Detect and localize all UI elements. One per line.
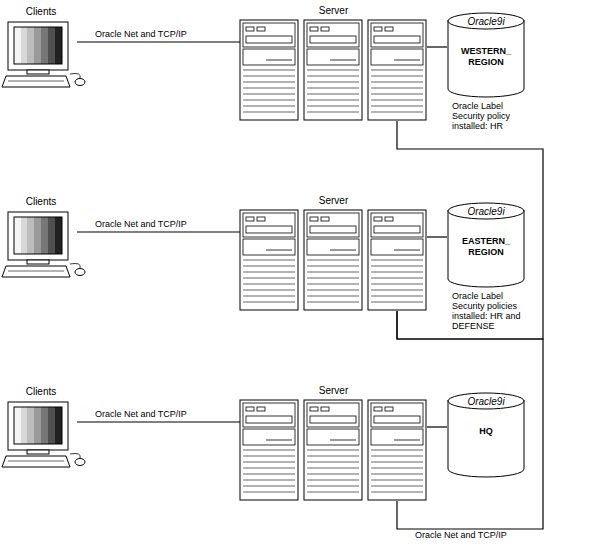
server-tower — [304, 20, 362, 120]
node-heading: Clients — [5, 196, 77, 207]
server-tower — [304, 210, 362, 310]
server-tower — [240, 210, 298, 310]
database-name: HQ — [451, 426, 521, 437]
note-text: Oracle Net and TCP/IP — [415, 530, 575, 540]
client-workstation: Clients — [5, 196, 77, 280]
note-text: Oracle Label Security policies installed… — [452, 291, 538, 331]
database-name: WESTERN_ REGION — [451, 46, 521, 68]
network-connection — [427, 426, 447, 427]
server-tower — [240, 400, 298, 500]
client-computer — [2, 212, 85, 277]
note-text: Oracle Label Security policy installed: … — [452, 101, 538, 131]
network-connection — [77, 41, 240, 42]
product-name: Oracle9i — [451, 396, 521, 407]
network-link — [397, 311, 543, 529]
connection-label: Oracle Net and TCP/IP — [95, 409, 187, 419]
server-tower — [368, 400, 426, 500]
product-name: Oracle9i — [451, 16, 521, 27]
database-cylinder: Oracle9iWESTERN_ REGION — [447, 12, 525, 98]
connection-label: Oracle Net and TCP/IP — [95, 219, 187, 229]
network-connection — [427, 236, 447, 237]
database-name: EASTERN_ REGION — [451, 236, 521, 258]
connection-label: Oracle Net and TCP/IP — [95, 29, 187, 39]
server-tower — [240, 20, 298, 120]
node-heading: Server — [240, 5, 427, 16]
client-workstation: Clients — [5, 386, 77, 470]
product-name: Oracle9i — [451, 206, 521, 217]
client-computer — [2, 22, 85, 87]
client-workstation: Clients — [5, 6, 77, 90]
node-heading: Clients — [5, 386, 77, 397]
server-group: Server — [240, 195, 427, 311]
network-connection — [427, 46, 447, 47]
server-group: Server — [240, 5, 427, 121]
network-connection — [77, 231, 240, 232]
database-cylinder: Oracle9iEASTERN_ REGION — [447, 202, 525, 288]
database-cylinder: Oracle9iHQ — [447, 392, 525, 478]
node-heading: Server — [240, 195, 427, 206]
server-tower — [304, 400, 362, 500]
node-heading: Clients — [5, 6, 77, 17]
client-computer — [2, 402, 85, 467]
network-link — [397, 121, 543, 339]
server-group: Server — [240, 385, 427, 501]
network-connection — [77, 421, 240, 422]
node-heading: Server — [240, 385, 427, 396]
server-tower — [368, 20, 426, 120]
server-tower — [368, 210, 426, 310]
